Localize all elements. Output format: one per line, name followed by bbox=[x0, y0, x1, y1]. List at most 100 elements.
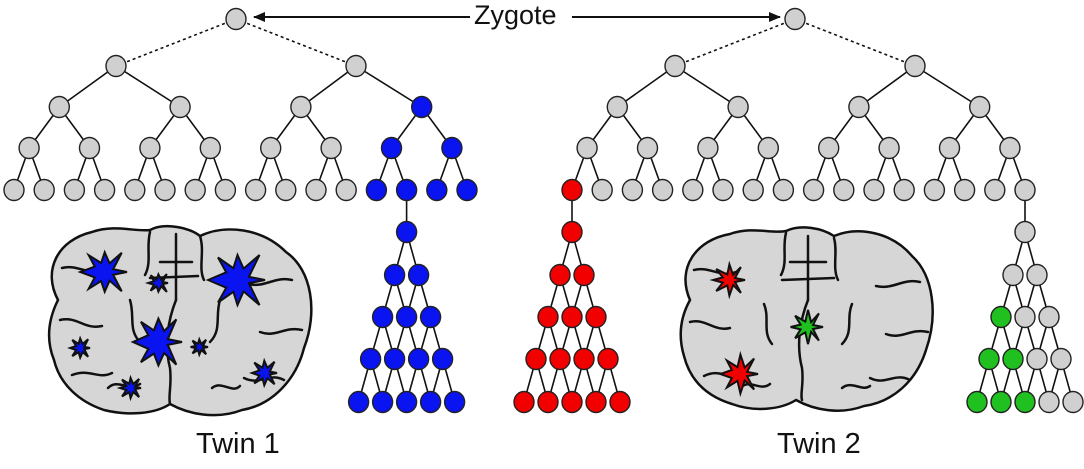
cell-node bbox=[320, 136, 342, 160]
lineage-edge bbox=[616, 65, 676, 108]
cell-node bbox=[537, 390, 559, 414]
cell-node bbox=[621, 178, 644, 202]
dashed-lineage-edge bbox=[674, 18, 796, 67]
cell-node bbox=[893, 178, 915, 202]
cell-node bbox=[513, 390, 535, 414]
cell-node bbox=[990, 390, 1012, 414]
lesion bbox=[205, 252, 266, 308]
cell-node bbox=[411, 95, 433, 119]
cell-node bbox=[585, 390, 607, 414]
cell-node bbox=[591, 178, 613, 202]
lesion bbox=[717, 350, 759, 398]
lesion bbox=[77, 249, 128, 295]
cell-node bbox=[18, 136, 40, 160]
lesion bbox=[144, 271, 169, 295]
cell-node bbox=[576, 136, 598, 160]
cell-node bbox=[419, 305, 442, 329]
cell-node bbox=[347, 390, 370, 414]
cell-node bbox=[335, 178, 357, 202]
cell-node bbox=[395, 178, 418, 202]
cell-node bbox=[426, 178, 448, 202]
cell-node bbox=[636, 136, 659, 160]
cell-node bbox=[561, 390, 583, 414]
cell-node bbox=[395, 305, 418, 329]
cell-node bbox=[549, 347, 571, 371]
cell-node bbox=[365, 178, 388, 202]
cell-node bbox=[105, 54, 127, 78]
lesion bbox=[248, 357, 278, 389]
cell-node bbox=[199, 136, 222, 160]
cell-node bbox=[990, 305, 1012, 329]
cell-node bbox=[48, 95, 70, 119]
cell-node bbox=[1038, 305, 1060, 329]
cell-node bbox=[275, 178, 297, 202]
lesion bbox=[67, 335, 91, 361]
cell-node bbox=[1062, 390, 1084, 414]
cell-node bbox=[290, 95, 312, 119]
twin2-lesions bbox=[709, 260, 824, 398]
cell-node bbox=[561, 305, 583, 329]
cell-node bbox=[573, 347, 595, 371]
cell-node bbox=[984, 178, 1006, 202]
cell-node bbox=[124, 178, 146, 202]
cell-node bbox=[712, 178, 734, 202]
twin2-brain bbox=[679, 226, 934, 412]
cell-node bbox=[1050, 347, 1072, 371]
lesion bbox=[130, 316, 183, 368]
cell-node bbox=[456, 178, 478, 202]
cell-node bbox=[407, 347, 430, 371]
cell-node bbox=[359, 347, 382, 371]
cell-node bbox=[214, 178, 237, 202]
cell-node bbox=[1014, 390, 1036, 414]
lesion bbox=[790, 309, 824, 345]
cell-node bbox=[395, 220, 418, 244]
cell-node bbox=[757, 136, 779, 160]
cell-node bbox=[407, 263, 430, 287]
cell-node bbox=[78, 136, 101, 160]
cell-node bbox=[1014, 178, 1036, 202]
twin2-label: Twin 2 bbox=[777, 428, 861, 460]
cell-node bbox=[380, 136, 403, 160]
lesion bbox=[709, 260, 746, 300]
dashed-lineage-edge bbox=[115, 18, 237, 67]
lesion bbox=[116, 374, 142, 402]
cell-node bbox=[244, 178, 267, 202]
cell-node bbox=[1014, 220, 1036, 244]
cell-node bbox=[443, 390, 466, 414]
cell-node bbox=[1002, 263, 1024, 287]
cell-node bbox=[1026, 263, 1048, 287]
cell-node bbox=[978, 347, 1000, 371]
cell-node bbox=[33, 178, 55, 202]
cell-node bbox=[999, 136, 1021, 160]
cell-node bbox=[305, 178, 327, 202]
cell-node bbox=[260, 136, 282, 160]
cell-node bbox=[383, 263, 406, 287]
cell-node bbox=[953, 178, 976, 202]
lineage-cells bbox=[3, 7, 1084, 414]
cell-node bbox=[549, 263, 571, 287]
cell-node bbox=[1026, 347, 1048, 371]
cell-node bbox=[818, 136, 840, 160]
cell-node bbox=[537, 305, 559, 329]
cell-node bbox=[225, 7, 247, 31]
cell-node bbox=[966, 390, 988, 414]
cell-node bbox=[682, 178, 704, 202]
cell-node bbox=[371, 305, 394, 329]
cell-node bbox=[784, 7, 806, 31]
cell-node bbox=[651, 178, 674, 202]
cell-node bbox=[419, 390, 442, 414]
cell-node bbox=[848, 95, 870, 119]
cell-node bbox=[169, 95, 191, 119]
cell-node bbox=[441, 136, 463, 160]
cell-node bbox=[1038, 390, 1060, 414]
cell-node bbox=[154, 178, 176, 202]
cell-node bbox=[431, 347, 454, 371]
lineage-edge bbox=[914, 65, 981, 108]
cell-node bbox=[3, 178, 25, 202]
cell-node bbox=[802, 178, 825, 202]
lineage-edge bbox=[858, 65, 916, 108]
cell-node bbox=[139, 136, 161, 160]
cell-node bbox=[938, 136, 961, 160]
